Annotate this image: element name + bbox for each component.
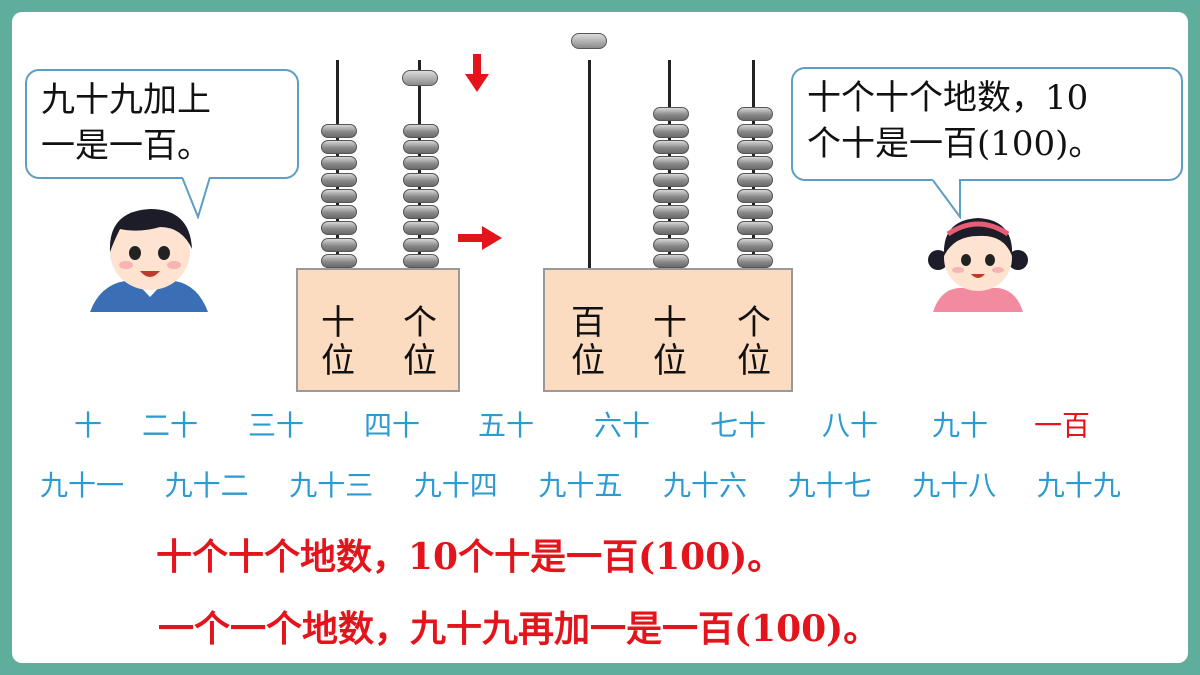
count-ninety-item: 九十七 [787,469,872,502]
count-ninety-item: 九十八 [912,469,997,502]
count-tens-item: 三十 [248,409,305,442]
label-hundreds-right: 百位 [571,303,605,381]
bead-tens [653,188,689,203]
abacus-right-hundreds-rod [588,60,591,270]
bead-ones [403,221,439,236]
bead-ones [737,107,773,122]
count-ninety-item: 九十九 [1036,469,1121,502]
bead-ones [403,156,439,171]
count-tens-item: 十 [74,409,103,442]
count-ninety-row: 九十一 九十二 九十三 九十四 九十五 九十六 九十七 九十八 九十九 [12,464,1188,502]
added-bead [402,70,438,86]
bead-ones [737,172,773,187]
count-tens-item: 七十 [710,409,767,442]
conclusion-line-1: 十个十个地数，10个十是一百(100)。 [156,536,784,578]
bead-ones [737,221,773,236]
count-tens-item: 六十 [594,409,651,442]
bead-ones [403,205,439,220]
girl-avatar [928,218,1028,312]
count-ninety-item: 九十四 [413,469,498,502]
bead-ones [737,139,773,154]
conclusion-line-2: 一个一个地数，九十九再加一是一百(100)。 [158,608,880,650]
hundreds-bead [571,33,607,49]
bead-ones [403,139,439,154]
bead-tens [653,221,689,236]
count-ninety-item: 九十三 [289,469,374,502]
speech-bubble-left: 九十九加上 一是一百。 [25,69,299,179]
bead-tens [321,254,357,268]
count-ninety-item: 九十六 [663,469,748,502]
abacus-left-base [296,268,460,392]
count-tens-item: 九十 [932,409,989,442]
bead-tens [653,205,689,220]
bead-tens [321,172,357,187]
count-ninety-item: 九十二 [164,469,249,502]
bead-tens [653,254,689,268]
speech-left-line2: 一是一百。 [41,126,211,166]
speech-right-tail [931,179,961,219]
bead-ones [737,254,773,268]
bead-tens [653,237,689,252]
bead-tens [653,139,689,154]
bead-ones [737,188,773,203]
bead-tens [653,107,689,122]
label-ones-right: 个位 [737,303,771,381]
arrow-right-icon [458,226,502,250]
count-tens-item: 八十 [822,409,879,442]
count-tens-item: 五十 [478,409,535,442]
bead-ones [737,237,773,252]
slide: 九十九加上 一是一百。 十位 个位 [12,12,1188,663]
count-ninety-item: 九十五 [538,469,623,502]
speech-bubble-right: 十个十个地数，10 个十是一百(100)。 [791,67,1183,181]
count-ninety-item: 九十一 [40,469,125,502]
abacus-right-base [543,268,793,392]
bead-ones [737,205,773,220]
bead-tens [653,172,689,187]
bead-tens [653,123,689,138]
bead-tens [321,205,357,220]
speech-right-line2: 个十是一百(100)。 [807,124,1103,164]
bead-tens [653,156,689,171]
speech-right-line1: 十个十个地数，10 [807,78,1089,118]
bead-ones [737,123,773,138]
label-ones-left: 个位 [403,303,437,381]
count-by-tens-row: 十 二十 三十 四十 五十 六十 七十 八十 九十 一百 [12,404,1188,442]
bead-tens [321,188,357,203]
bead-tens [321,123,357,138]
count-tens-item: 一百 [1034,409,1091,442]
count-tens-item: 二十 [142,409,199,442]
bead-ones [403,123,439,138]
count-tens-item: 四十 [364,409,421,442]
boy-avatar [90,209,208,312]
label-tens-right: 十位 [653,303,687,381]
bead-ones [403,172,439,187]
bead-tens [321,237,357,252]
bead-ones [403,188,439,203]
bead-tens [321,139,357,154]
bead-ones [403,254,439,268]
arrow-down-icon [465,54,489,92]
bead-ones [403,237,439,252]
bead-tens [321,156,357,171]
label-tens-left: 十位 [321,303,355,381]
bead-ones [737,156,773,171]
bead-tens [321,221,357,236]
speech-left-tail [181,177,211,219]
speech-left-line1: 九十九加上 [41,80,211,120]
